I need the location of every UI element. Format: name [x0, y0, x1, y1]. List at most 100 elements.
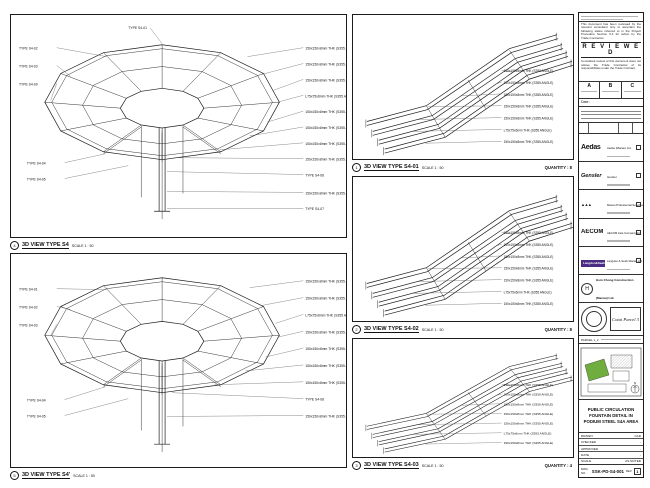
drawing-title-line: FOUNTAIN DETAIL IN	[589, 412, 633, 418]
leader-lines	[50, 27, 304, 209]
view-title: 3D VIEW TYPE S4-01	[364, 163, 419, 172]
highlighted-area	[584, 358, 610, 381]
leader-lines	[412, 384, 513, 445]
isometric-drawing-s4-prime: TYPE S4-01 TYPE S4-02 TYPE S4-03 TYPE S4…	[19, 277, 346, 453]
field-row: SCALE AS NOTED	[579, 459, 643, 464]
member-label: 150x150x8mm THK (S355 ANGLE)	[305, 381, 346, 385]
member-label: 150x150x8mm THK (S355 ANGLE)	[504, 302, 554, 306]
member-label: 150x150x8mm THK (S355 ANGLE)	[504, 117, 554, 121]
member-label: L75x75x6mm THK (S355 ANGLE)	[504, 432, 552, 436]
hatched-area	[610, 354, 633, 368]
member-label: TYPE S4-08	[305, 398, 324, 402]
isometric-drawing-s4-02: 150x150x8mm THK (S355 ANGLE) 150x150x8mm…	[365, 194, 573, 318]
member-label: TYPE S4-04	[27, 399, 46, 403]
review-checkbox	[636, 173, 641, 179]
date-label: Date :	[581, 100, 591, 104]
detail-bubble: 3	[352, 461, 361, 470]
quantity-label: QUANTITY : 4	[544, 463, 572, 468]
member-label: 150x150x8mm THK (S355 ANGLE)	[504, 279, 554, 283]
member-label: 150x150x8mm THK (S355 ANGLE)	[504, 403, 554, 407]
gensler-logo: Gensler	[581, 172, 602, 179]
member-label: 150x150x8mm THK (S355 ANGLE)	[305, 297, 346, 301]
status-cell-a: A	[579, 82, 601, 98]
member-label: 150x150x8mm THK (S355 ANGLE)	[504, 243, 554, 247]
member-label: 150x150x8mm THK (S355 ANGLE)	[305, 347, 346, 351]
keyplan-header: PARCEL 1_2	[581, 337, 599, 342]
consultant-name: Gensler	[607, 174, 617, 179]
view-panel-s4-02: 150x150x8mm THK (S355 ANGLE) 150x150x8mm…	[352, 176, 574, 322]
consultant-row-langdon-seah: Langdon&Seah Langdon & Seah Macau Ltd.	[579, 247, 643, 274]
detail-number: 1	[355, 165, 358, 170]
review-checkbox	[636, 257, 641, 263]
field-label: DRAWN	[581, 433, 593, 438]
review-status-row: A B C	[579, 82, 643, 99]
view-panel-s4-prime: TYPE S4-01 TYPE S4-02 TYPE S4-03 TYPE S4…	[10, 253, 347, 468]
member-label: L75x75x6mm THK (S355 ANGLE)	[305, 94, 346, 98]
member-label: 150x150x8mm THK (S355 ANGLE)	[305, 47, 346, 51]
north-arrow-icon	[630, 384, 640, 393]
isometric-drawing-s4-01: 150x150x8mm THK (S355 ANGLE) 150x150x8mm…	[365, 32, 573, 156]
view-scale: SCALE 1 : 50	[421, 463, 444, 468]
consultant-desc: AECOM Asia Company Ltd.	[607, 221, 642, 244]
signature-box	[579, 107, 643, 123]
consultant-row-aecom: AECOM AECOM Asia Company Ltd.	[579, 219, 643, 247]
contractor-name: Hsin Chong Construction (Macau) Ltd.	[596, 278, 634, 301]
member-label: TYPE S4-03	[19, 65, 38, 69]
review-note-bottom: Consultant review of this document does …	[581, 59, 641, 71]
view-panel-s4-03: 150x150x8mm THK (S355 ANGLE) 150x150x8mm…	[352, 338, 574, 458]
member-label: 150x150x8mm THK (S355 ANGLE)	[504, 231, 554, 235]
detail-number: 4	[13, 243, 16, 248]
status-letter-a: A	[587, 83, 591, 89]
isometric-drawing-s4-03: 150x150x8mm THK (S355 ANGLE) 150x150x8mm…	[365, 353, 573, 455]
view-scale: SCALE 1 : 50	[73, 473, 95, 478]
member-label: 150x150x8mm THK (S355 ANGLE)	[504, 93, 554, 97]
member-label: 150x150x8mm THK (S355 ANGLE)	[504, 422, 554, 426]
langdon-seah-logo: Langdon&Seah	[581, 259, 605, 267]
consultant-name: AECOM Asia Company Ltd.	[607, 230, 642, 235]
member-label: 150x150x8mm THK (S355 ANGLE)	[305, 364, 346, 368]
status-note-a	[581, 90, 598, 92]
revision-table	[579, 123, 643, 134]
aecom-logo: AECOM	[581, 229, 604, 236]
member-label: 150x150x8mm THK (S355 ANGLE)	[305, 414, 346, 418]
project-name: Cotai Parcel 3	[612, 316, 639, 322]
view-title: 3D VIEW TYPE S4-03	[364, 461, 419, 470]
member-label: 150x150x8mm THK (S355 ANGLE)	[504, 105, 554, 109]
review-checkbox	[636, 229, 641, 235]
consultant-desc: Aedas (Macau) Ltd.	[607, 136, 634, 159]
contractor-logo: H	[581, 282, 593, 295]
project-name-box: Cotai Parcel 3	[610, 307, 641, 331]
member-label: 150x150x8mm THK (S355 ANGLE)	[305, 63, 346, 67]
drawing-title-line: PODIUM STEEL S4A AREA	[583, 419, 639, 424]
seal-row: Cotai Parcel 3	[579, 303, 643, 336]
date-row: Date :	[579, 99, 643, 107]
drawing-number-row: DWG NO. SSK-PD-S4-001 REV 1	[579, 465, 643, 477]
keyplan-box: N	[579, 344, 643, 400]
view-title: 3D VIEW TYPE S4-02	[364, 325, 419, 334]
status-letter-b: B	[608, 83, 613, 89]
title-block: This document has been reviewed by the r…	[578, 12, 644, 478]
member-label: 150x150x8mm THK (S355 ANGLE)	[504, 393, 554, 397]
detail-bubble: 4	[10, 241, 19, 250]
consultant-name: Langdon & Seah Macau Ltd.	[607, 259, 643, 264]
consultant-row-gensler: Gensler Gensler	[579, 162, 643, 191]
dwg-no-label: DWG NO.	[581, 467, 588, 475]
caption-s4: 4 3D VIEW TYPE S4 SCALE 1 : 50	[10, 240, 347, 251]
drawing-title-line: PUBLIC CIRCULATION	[587, 406, 635, 412]
member-label: TYPE S4-06	[305, 174, 324, 178]
view-scale: SCALE 1 : 50	[71, 243, 94, 248]
member-label: 150x150x8mm THK (S355 ANGLE)	[504, 69, 554, 73]
status-letter-c: C	[630, 83, 635, 89]
document-note-row	[579, 13, 643, 22]
consultant-desc: Macau Professional Services Ltd.	[607, 193, 643, 216]
contractor-box: H Hsin Chong Construction (Macau) Ltd.	[579, 275, 643, 303]
member-label: 150x150x8mm THK (S355 ANGLE)	[504, 140, 554, 144]
field-label: SCALE	[581, 459, 592, 464]
drawing-title-box: PUBLIC CIRCULATION FOUNTAIN DETAIL IN PO…	[579, 400, 643, 433]
member-label: TYPE S4-01	[128, 26, 147, 30]
quantity-label: QUANTITY : 8	[544, 165, 572, 170]
consultant-name: Macau Professional Services Ltd.	[607, 202, 643, 207]
member-label: TYPE S4-09	[19, 82, 38, 86]
member-label: TYPE S4-05	[27, 414, 46, 418]
